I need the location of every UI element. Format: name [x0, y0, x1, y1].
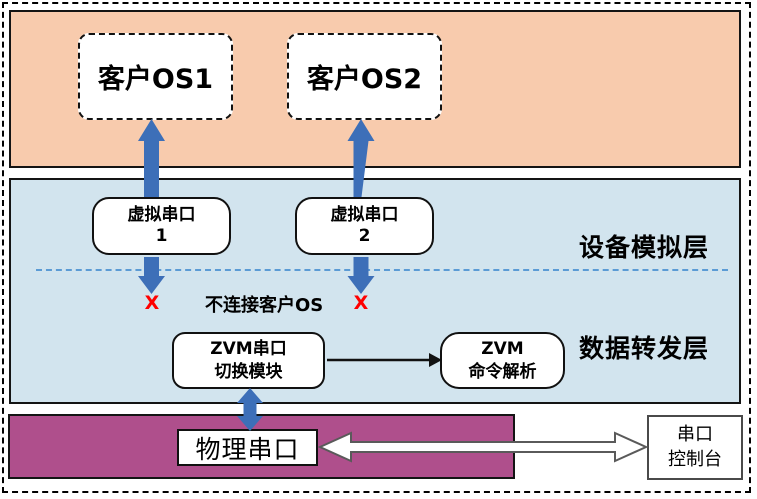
disconnect-x-mark-1: X	[144, 292, 160, 314]
virtual-serial-port-1-line2: 1	[155, 226, 168, 246]
device-simulation-layer-label: 设备模拟层	[578, 233, 709, 262]
zvm-switch-line2: 切换模块	[214, 361, 283, 382]
virtual-serial-port-1-box: 虚拟串口 1	[92, 197, 231, 255]
virtual-serial-port-2-line1: 虚拟串口	[330, 204, 399, 225]
layer-divider-dashed-line	[36, 269, 728, 271]
disconnect-x-mark-2: X	[353, 292, 369, 314]
zvm-parser-line1: ZVM	[481, 339, 524, 360]
zvm-switch-line1: ZVM串口	[210, 339, 287, 360]
guest-os1-box: 客户OS1	[78, 33, 233, 120]
guest-os1-label: 客户OS1	[97, 64, 214, 95]
zvm-serial-switch-module-box: ZVM串口 切换模块	[172, 332, 325, 389]
physical-serial-port-box: 物理串口	[177, 429, 318, 466]
virtual-serial-port-2-box: 虚拟串口 2	[295, 197, 434, 255]
outer-dashed-border	[2, 2, 751, 493]
zvm-command-parser-box: ZVM 命令解析	[440, 332, 565, 389]
serial-console-line2: 控制台	[668, 448, 722, 470]
guest-os2-label: 客户OS2	[306, 64, 423, 95]
serial-console-line1: 串口	[677, 424, 713, 446]
data-forwarding-layer-label: 数据转发层	[578, 334, 709, 363]
virtual-serial-port-1-line1: 虚拟串口	[127, 204, 196, 225]
physical-serial-port-label: 物理串口	[195, 434, 300, 464]
disconnect-note: 不连接客户OS	[205, 295, 324, 316]
virtual-serial-port-2-line2: 2	[358, 226, 371, 246]
guest-os2-box: 客户OS2	[287, 33, 442, 120]
zvm-parser-line2: 命令解析	[468, 361, 537, 382]
serial-console-box: 串口 控制台	[647, 415, 743, 480]
